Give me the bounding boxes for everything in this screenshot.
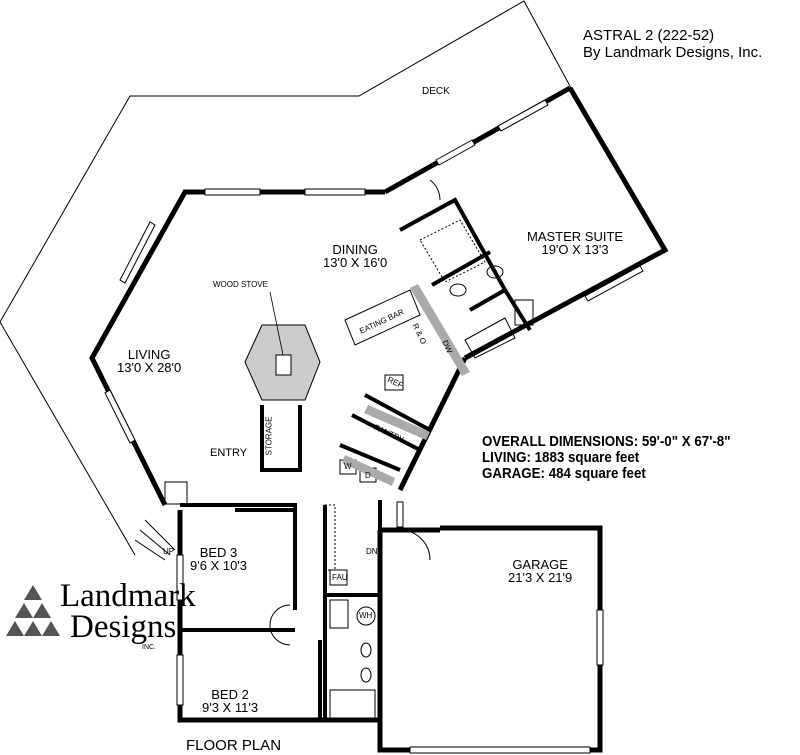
living-area: LIVING: 1883 square feet — [482, 450, 640, 466]
furnace-label: FAU — [332, 573, 348, 582]
kitchen-counters — [342, 284, 470, 486]
living-name: LIVING — [127, 347, 171, 362]
garage-area: GARAGE: 484 square feet — [482, 466, 646, 482]
dryer-label: D — [365, 471, 371, 480]
storage-label: STORAGE — [264, 416, 274, 456]
washer-label: W — [344, 462, 352, 471]
garage-name: GARAGE — [512, 557, 568, 572]
bed3-size: 9'6 X 10'3 — [190, 558, 248, 573]
wood-stove — [244, 291, 321, 401]
deck-label: DECK — [422, 86, 450, 97]
dining-label: DINING 13'0 X 16'0 — [323, 243, 387, 269]
logo-suffix: INC. — [142, 644, 156, 651]
bed3-label: BED 3 9'6 X 10'3 — [190, 546, 247, 572]
master-suite-size: 19'O X 13'3 — [541, 242, 609, 257]
fixtures — [269, 179, 534, 719]
living-label: LIVING 13'0 X 28'0 — [117, 348, 181, 374]
master-suite-label: MASTER SUITE 19'O X 13'3 — [527, 230, 623, 256]
interior-walls — [180, 197, 532, 720]
stairs-down-label: DN — [366, 547, 378, 556]
windows — [104, 99, 644, 754]
dining-name: DINING — [332, 242, 378, 257]
bed2-name: BED 2 — [211, 687, 249, 702]
bed3-name: BED 3 — [199, 545, 238, 560]
plan-name: ASTRAL 2 (222-52) — [583, 27, 715, 44]
entry-stairs — [134, 481, 188, 561]
logo-line1: Landmark — [60, 578, 196, 614]
bed2-size: 9'3 X 11'3 — [202, 700, 259, 715]
water-heater-label: WH — [359, 611, 373, 620]
wood-stove-label: WOOD STOVE — [213, 280, 268, 289]
logo-line2: Designs — [70, 609, 177, 645]
living-size: 13'0 X 28'0 — [117, 360, 182, 375]
bed2-label: BED 2 9'3 X 11'3 — [202, 688, 258, 714]
floor-plan-caption: FLOOR PLAN — [186, 737, 282, 754]
overall-dimensions: OVERALL DIMENSIONS: 59'-0" X 67'-8" — [482, 434, 731, 450]
master-suite-name: MASTER SUITE — [527, 229, 624, 244]
entry-label: ENTRY — [210, 447, 248, 459]
dining-size: 13'0 X 16'0 — [323, 255, 388, 270]
stairs-up-label: UP — [163, 547, 175, 556]
garage-label: GARAGE 21'3 X 21'9 — [508, 558, 572, 584]
garage-size: 21'3 X 21'9 — [508, 570, 573, 585]
deck-outline — [0, 0, 572, 556]
designer-credit: By Landmark Designs, Inc. — [583, 44, 763, 61]
landmark-logo-mark — [6, 585, 60, 636]
